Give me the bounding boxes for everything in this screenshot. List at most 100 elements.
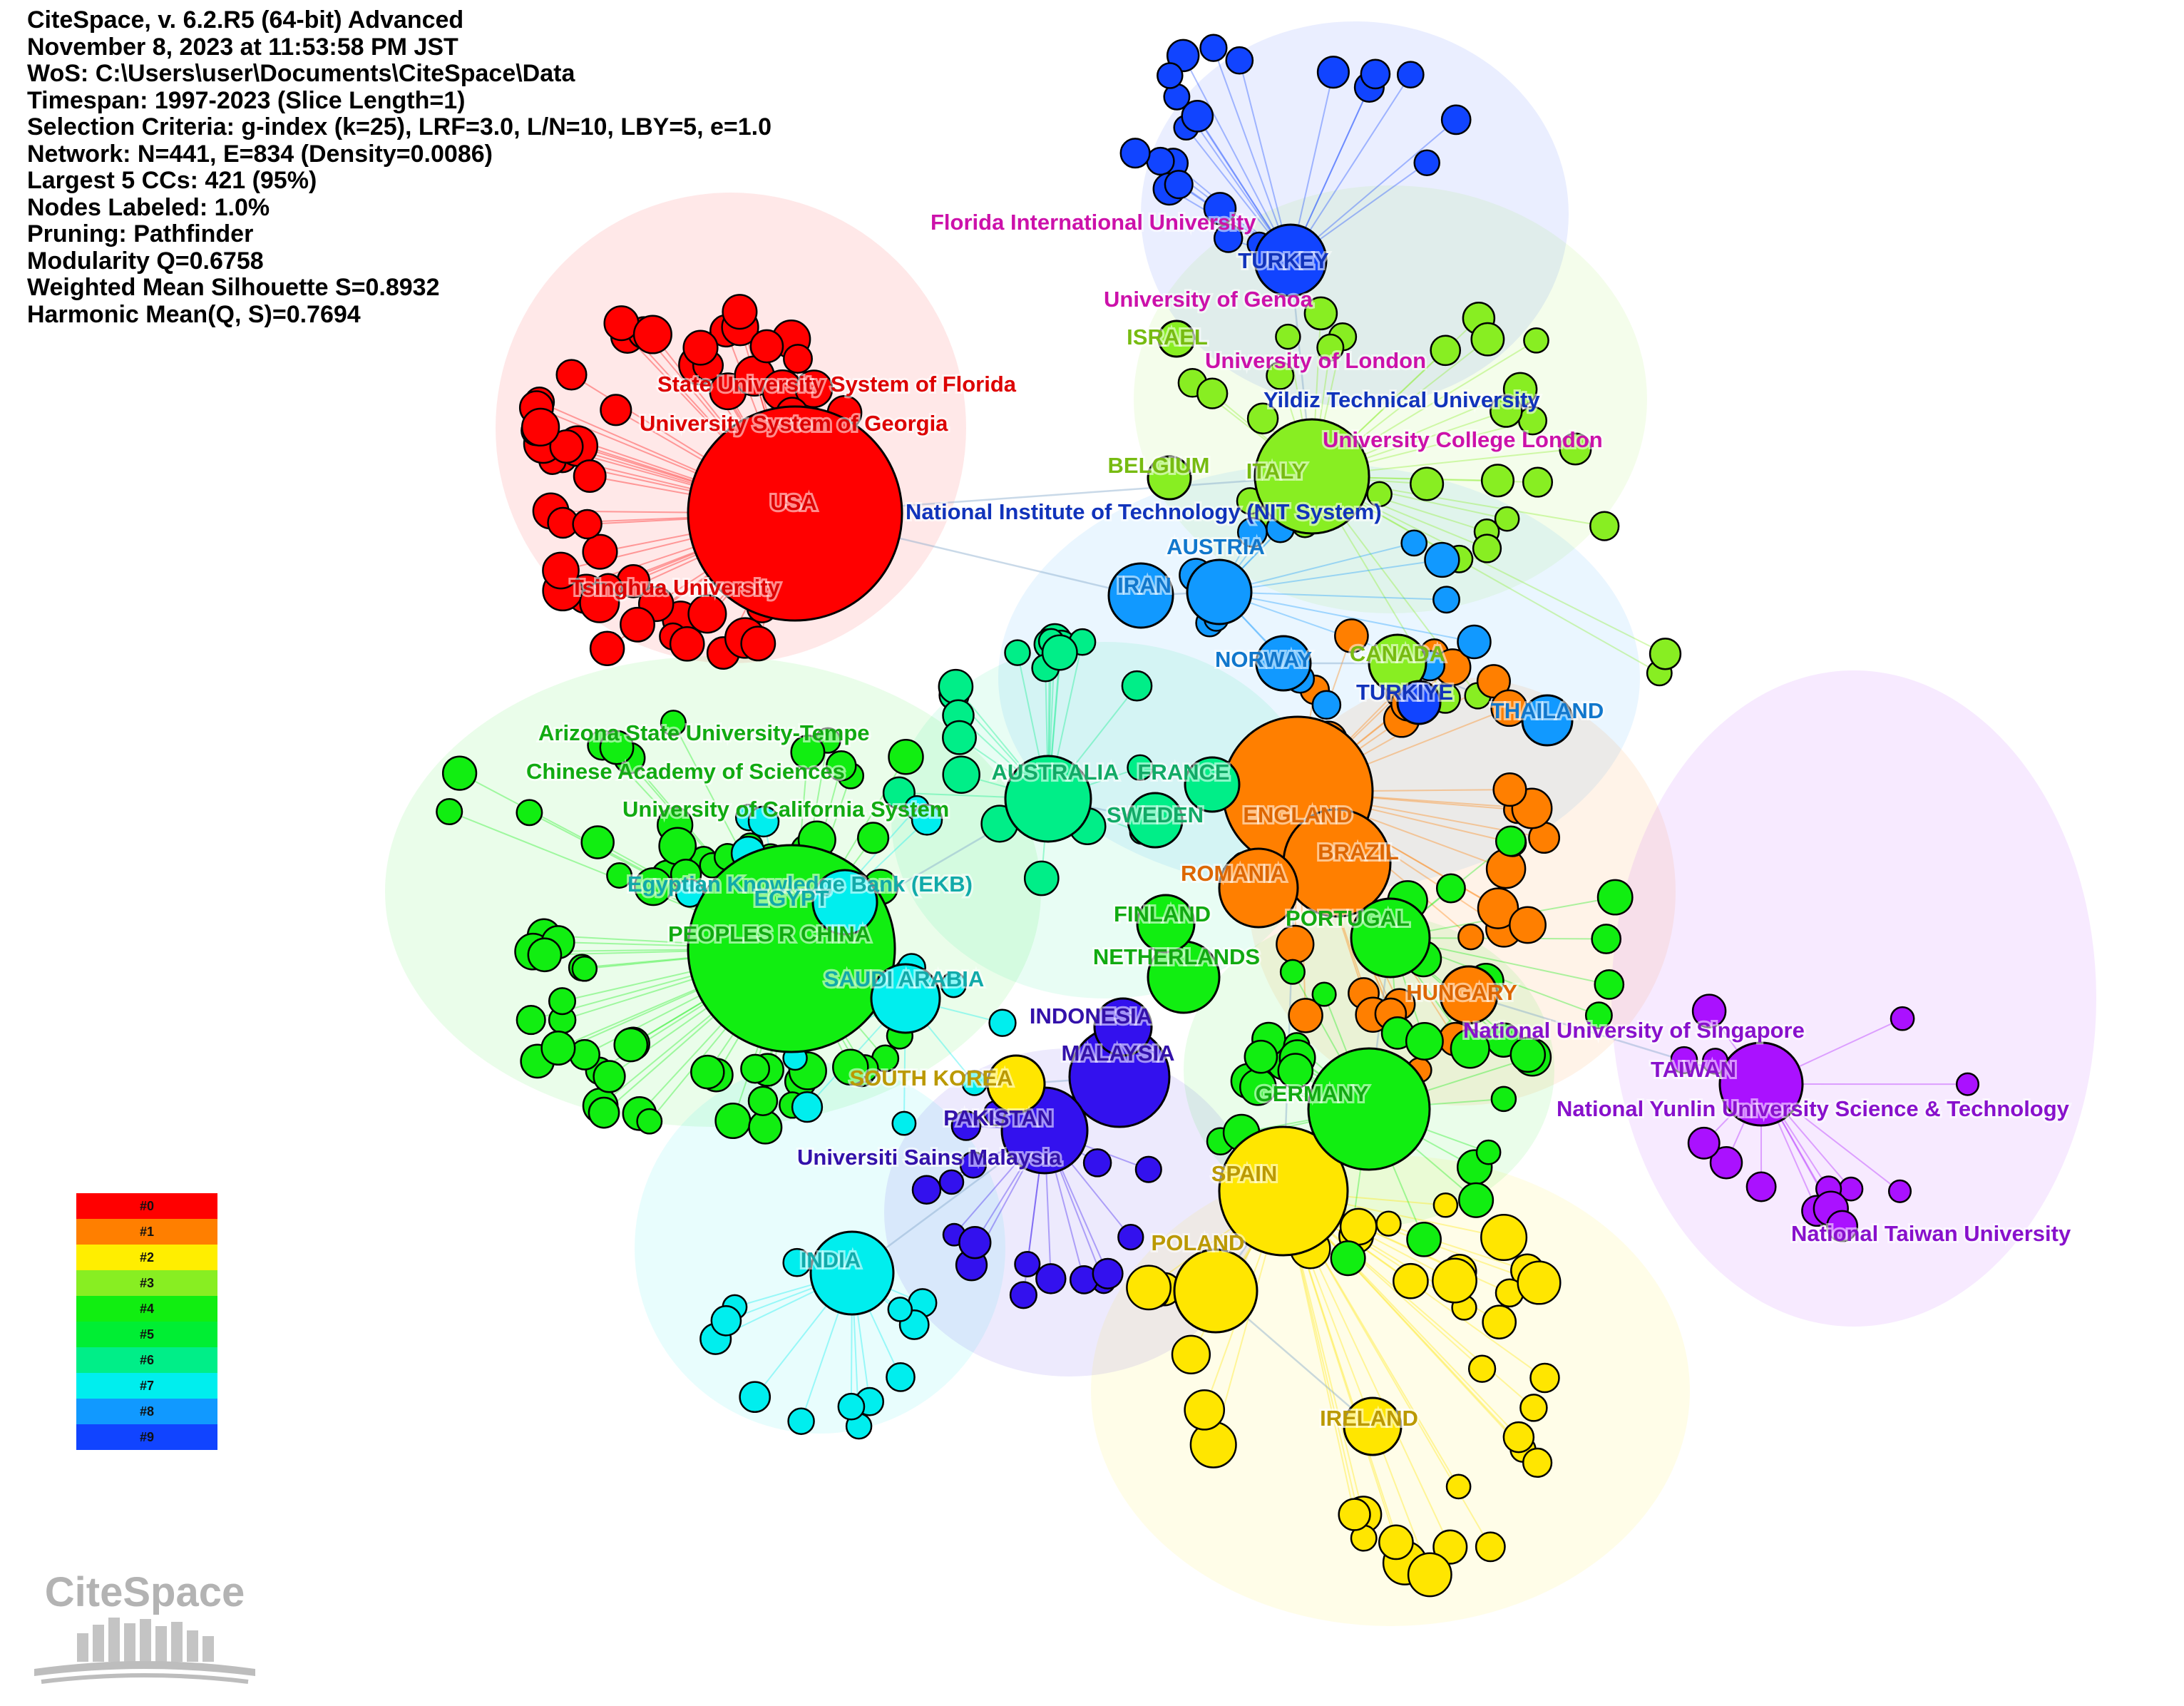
network-node [1480,464,1515,498]
network-node [1009,1281,1037,1309]
network-node [1490,1086,1517,1113]
network-node [1378,1524,1414,1561]
network-node [1490,394,1523,428]
network-node [1266,361,1295,390]
network-node [1502,1421,1535,1454]
hub-node-turkey [1254,223,1328,297]
network-node [888,739,924,775]
network-node [620,606,655,643]
node-label: PAKISTAN [943,1105,1053,1130]
network-node [1121,670,1153,702]
legend-cell: #5 [76,1322,217,1347]
network-edge [1212,47,1291,261]
network-node [942,720,977,755]
network-node [1445,1473,1472,1500]
network-node [682,330,719,366]
node-label: HUNGARY [1406,980,1517,1005]
network-node [1334,618,1369,653]
node-label: FRANCE [1137,760,1229,785]
network-edge [1290,74,1412,261]
hub-node-southkorea [986,1054,1046,1114]
hub-node-spain [1218,1125,1349,1257]
network-node [599,730,635,765]
hub-node-ireland [1343,1396,1403,1456]
network-node [1184,1389,1226,1431]
info-line: Selection Criteria: g-index (k=25), LRF=… [27,113,772,141]
network-node [613,1027,649,1063]
network-node [1316,56,1350,89]
node-label: National Institute of Technology (NIT Sy… [906,499,1382,524]
network-node [749,329,784,364]
network-node [1430,334,1462,367]
citespace-logo: CiteSpace [34,1569,255,1684]
network-node [589,630,625,667]
network-node [1199,34,1228,62]
network-node [911,1175,942,1205]
network-node [747,1086,779,1116]
node-label: National Taiwan University [1791,1221,2071,1246]
network-node [1203,192,1237,225]
network-node [1509,906,1547,944]
node-label: BRAZIL [1318,839,1399,864]
node-label: SPAIN [1211,1161,1277,1186]
info-line: Weighted Mean Silhouette S=0.8932 [27,274,440,301]
hub-node-italy [1254,418,1370,535]
node-label: State University System of Florida [657,372,1017,397]
network-node [1670,1046,1698,1074]
network-node [1117,1223,1144,1251]
network-node [1277,1053,1314,1089]
node-label: ROMANIA [1181,861,1286,886]
network-node [1360,58,1391,90]
network-node [1311,690,1342,720]
network-node [959,1151,988,1179]
network-node [548,987,577,1016]
network-node [832,1048,869,1086]
network-node [606,862,633,889]
node-label: NETHERLANDS [1093,944,1260,969]
network-node [1157,62,1184,89]
network-edge [1219,591,1475,643]
info-line: WoS: C:\Users\user\Documents\CiteSpace\D… [27,60,575,87]
network-node [1244,1039,1278,1074]
legend-cell: #7 [76,1373,217,1399]
node-label: PORTUGAL [1286,906,1410,931]
network-node [1440,104,1472,136]
hub-node-germany [1307,1047,1431,1171]
node-label: SAUDI ARABIA [824,966,984,991]
hub-node-hungary [1439,965,1499,1025]
hub-node-india [809,1230,895,1316]
network-node [1413,149,1440,176]
network-node [1649,638,1682,670]
network-node [1432,1257,1477,1304]
network-node [782,1247,812,1277]
node-label: FINLAND [1114,901,1211,926]
network-node [1517,1260,1562,1305]
network-node [1432,1529,1468,1565]
network-node [1275,323,1301,350]
network-node [1476,664,1511,699]
network-edge [1311,476,1660,674]
network-node [555,359,588,391]
network-node [826,750,857,782]
network-node [580,825,615,859]
node-label: SOUTH KOREA [849,1066,1012,1090]
network-node [1407,1552,1452,1598]
hub-node-france [1184,756,1241,813]
network-node [1164,170,1194,200]
network-node [1596,879,1634,916]
network-node [572,509,603,540]
network-node [1482,1304,1517,1340]
network-node [1494,506,1520,532]
network-node [1303,296,1338,331]
node-label: Arizona State University-Tempe [538,720,870,745]
network-edge [1182,55,1291,261]
hub-node-indonesia [1093,997,1153,1057]
hub-node-austria [1186,558,1253,625]
hub-node-portugal [1350,897,1431,979]
network-node [1246,402,1279,435]
network-node [1424,541,1460,578]
network-node [938,1169,965,1195]
node-label: National Yunlin University Science & Tec… [1557,1096,2070,1121]
info-line: Pruning: Pathfinder [27,220,254,247]
